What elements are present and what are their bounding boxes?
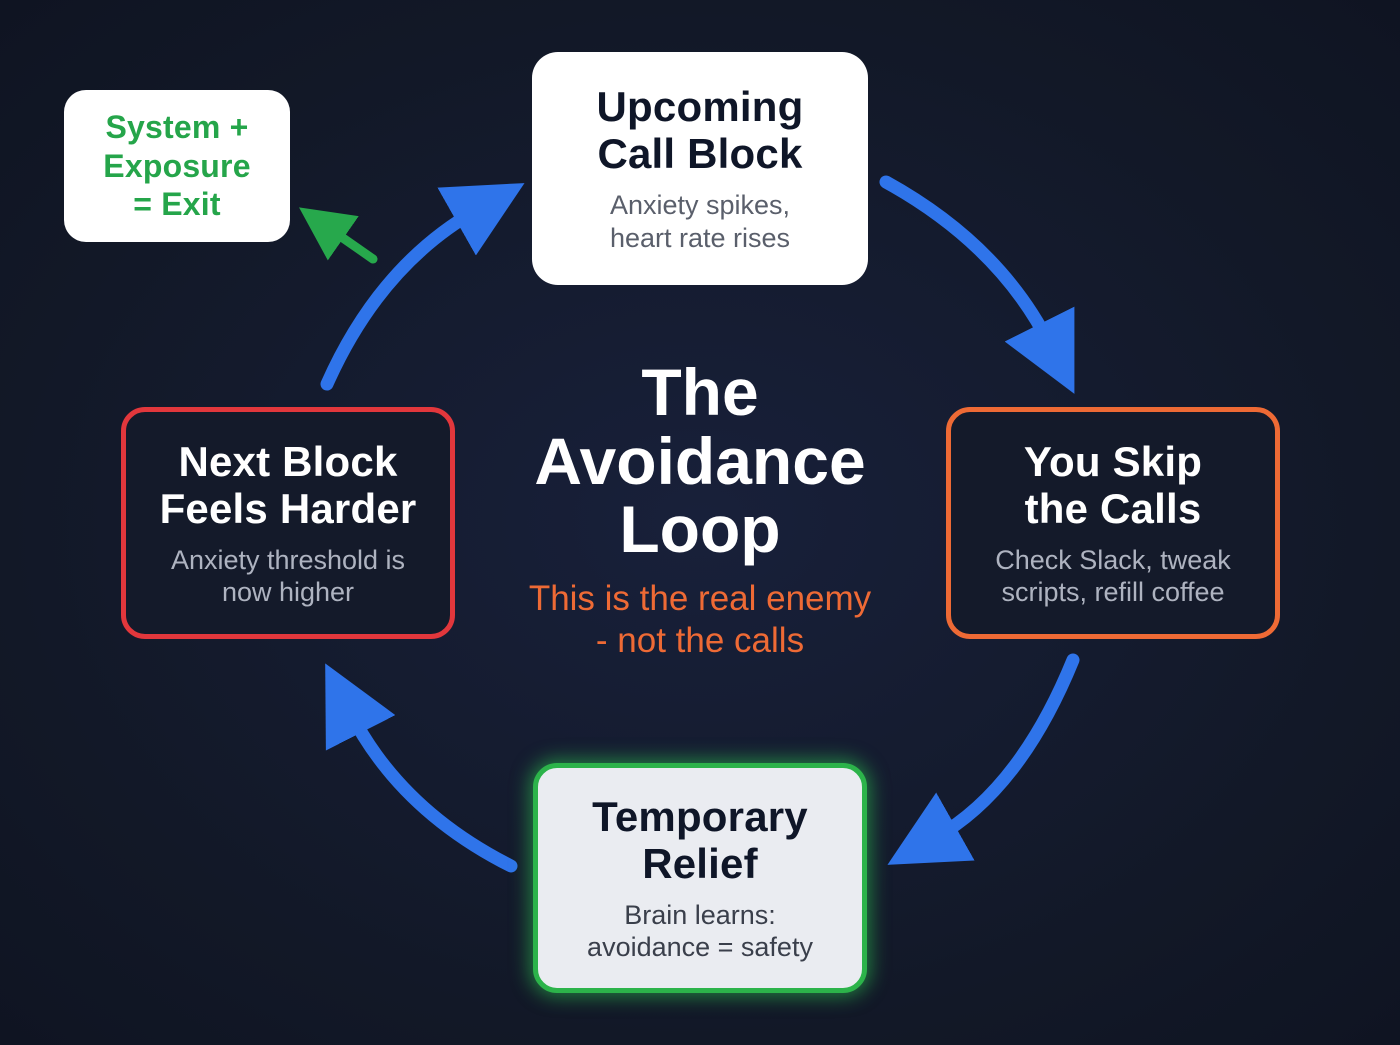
node-desc-line-2: avoidance = safety <box>587 932 813 963</box>
node-title-line-2: Relief <box>642 839 758 887</box>
node-title-line-2: the Calls <box>1024 484 1202 532</box>
node-title-line-1: Temporary <box>592 792 808 840</box>
title-line-3: Loop <box>619 492 781 567</box>
node-title: Next Block Feels Harder <box>160 438 417 532</box>
arrow-bottom-to-left <box>325 663 518 873</box>
next-block-harder-node: Next Block Feels Harder Anxiety threshol… <box>121 407 455 639</box>
node-desc-line-1: Check Slack, tweak <box>995 544 1231 575</box>
diagram-subtitle: This is the real enemy - not the calls <box>470 578 930 662</box>
exit-line-3: = Exit <box>133 186 221 223</box>
node-title: Upcoming Call Block <box>597 83 804 177</box>
node-desc-line-1: Anxiety spikes, <box>609 190 791 221</box>
exit-node-title: System + Exposure = Exit <box>103 108 250 223</box>
exit-node: System + Exposure = Exit <box>64 90 290 242</box>
node-description: Anxiety spikes, heart rate rises <box>610 189 790 254</box>
subtitle-line-2: - not the calls <box>595 621 805 660</box>
node-title-line-2: Feels Harder <box>159 484 417 532</box>
arrow-left-to-top <box>320 183 525 391</box>
temporary-relief-node: Temporary Relief Brain learns: avoidance… <box>533 763 867 993</box>
node-title-line-1: Upcoming <box>596 83 804 131</box>
upcoming-call-block-node: Upcoming Call Block Anxiety spikes, hear… <box>532 52 868 285</box>
node-title: Temporary Relief <box>592 793 808 887</box>
arrow-right-to-bottom <box>887 653 1080 865</box>
arrow-top-to-right <box>879 175 1075 394</box>
node-desc-line-1: Anxiety threshold is <box>170 544 406 575</box>
arrow-exit <box>298 207 378 264</box>
node-title: You Skip the Calls <box>1024 438 1202 532</box>
exit-line-2: Exposure <box>103 147 251 184</box>
node-desc-line-2: heart rate rises <box>609 222 791 253</box>
node-desc-line-1: Brain learns: <box>624 899 776 930</box>
node-description: Anxiety threshold is now higher <box>171 544 405 609</box>
title-line-1: The <box>641 355 759 429</box>
diagram-title: The Avoidance Loop <box>500 358 900 564</box>
node-title-line-1: Next Block <box>178 437 398 485</box>
node-title-line-1: You Skip <box>1023 437 1203 485</box>
title-line-2: Avoidance <box>534 423 866 498</box>
node-desc-line-2: now higher <box>221 577 355 608</box>
skip-calls-node: You Skip the Calls Check Slack, tweak sc… <box>946 407 1280 639</box>
node-description: Brain learns: avoidance = safety <box>587 899 813 964</box>
node-description: Check Slack, tweak scripts, refill coffe… <box>995 544 1231 609</box>
exit-line-1: System + <box>105 109 249 146</box>
subtitle-line-1: This is the real enemy <box>528 579 872 618</box>
node-desc-line-2: scripts, refill coffee <box>1001 577 1225 608</box>
node-title-line-2: Call Block <box>597 130 803 178</box>
